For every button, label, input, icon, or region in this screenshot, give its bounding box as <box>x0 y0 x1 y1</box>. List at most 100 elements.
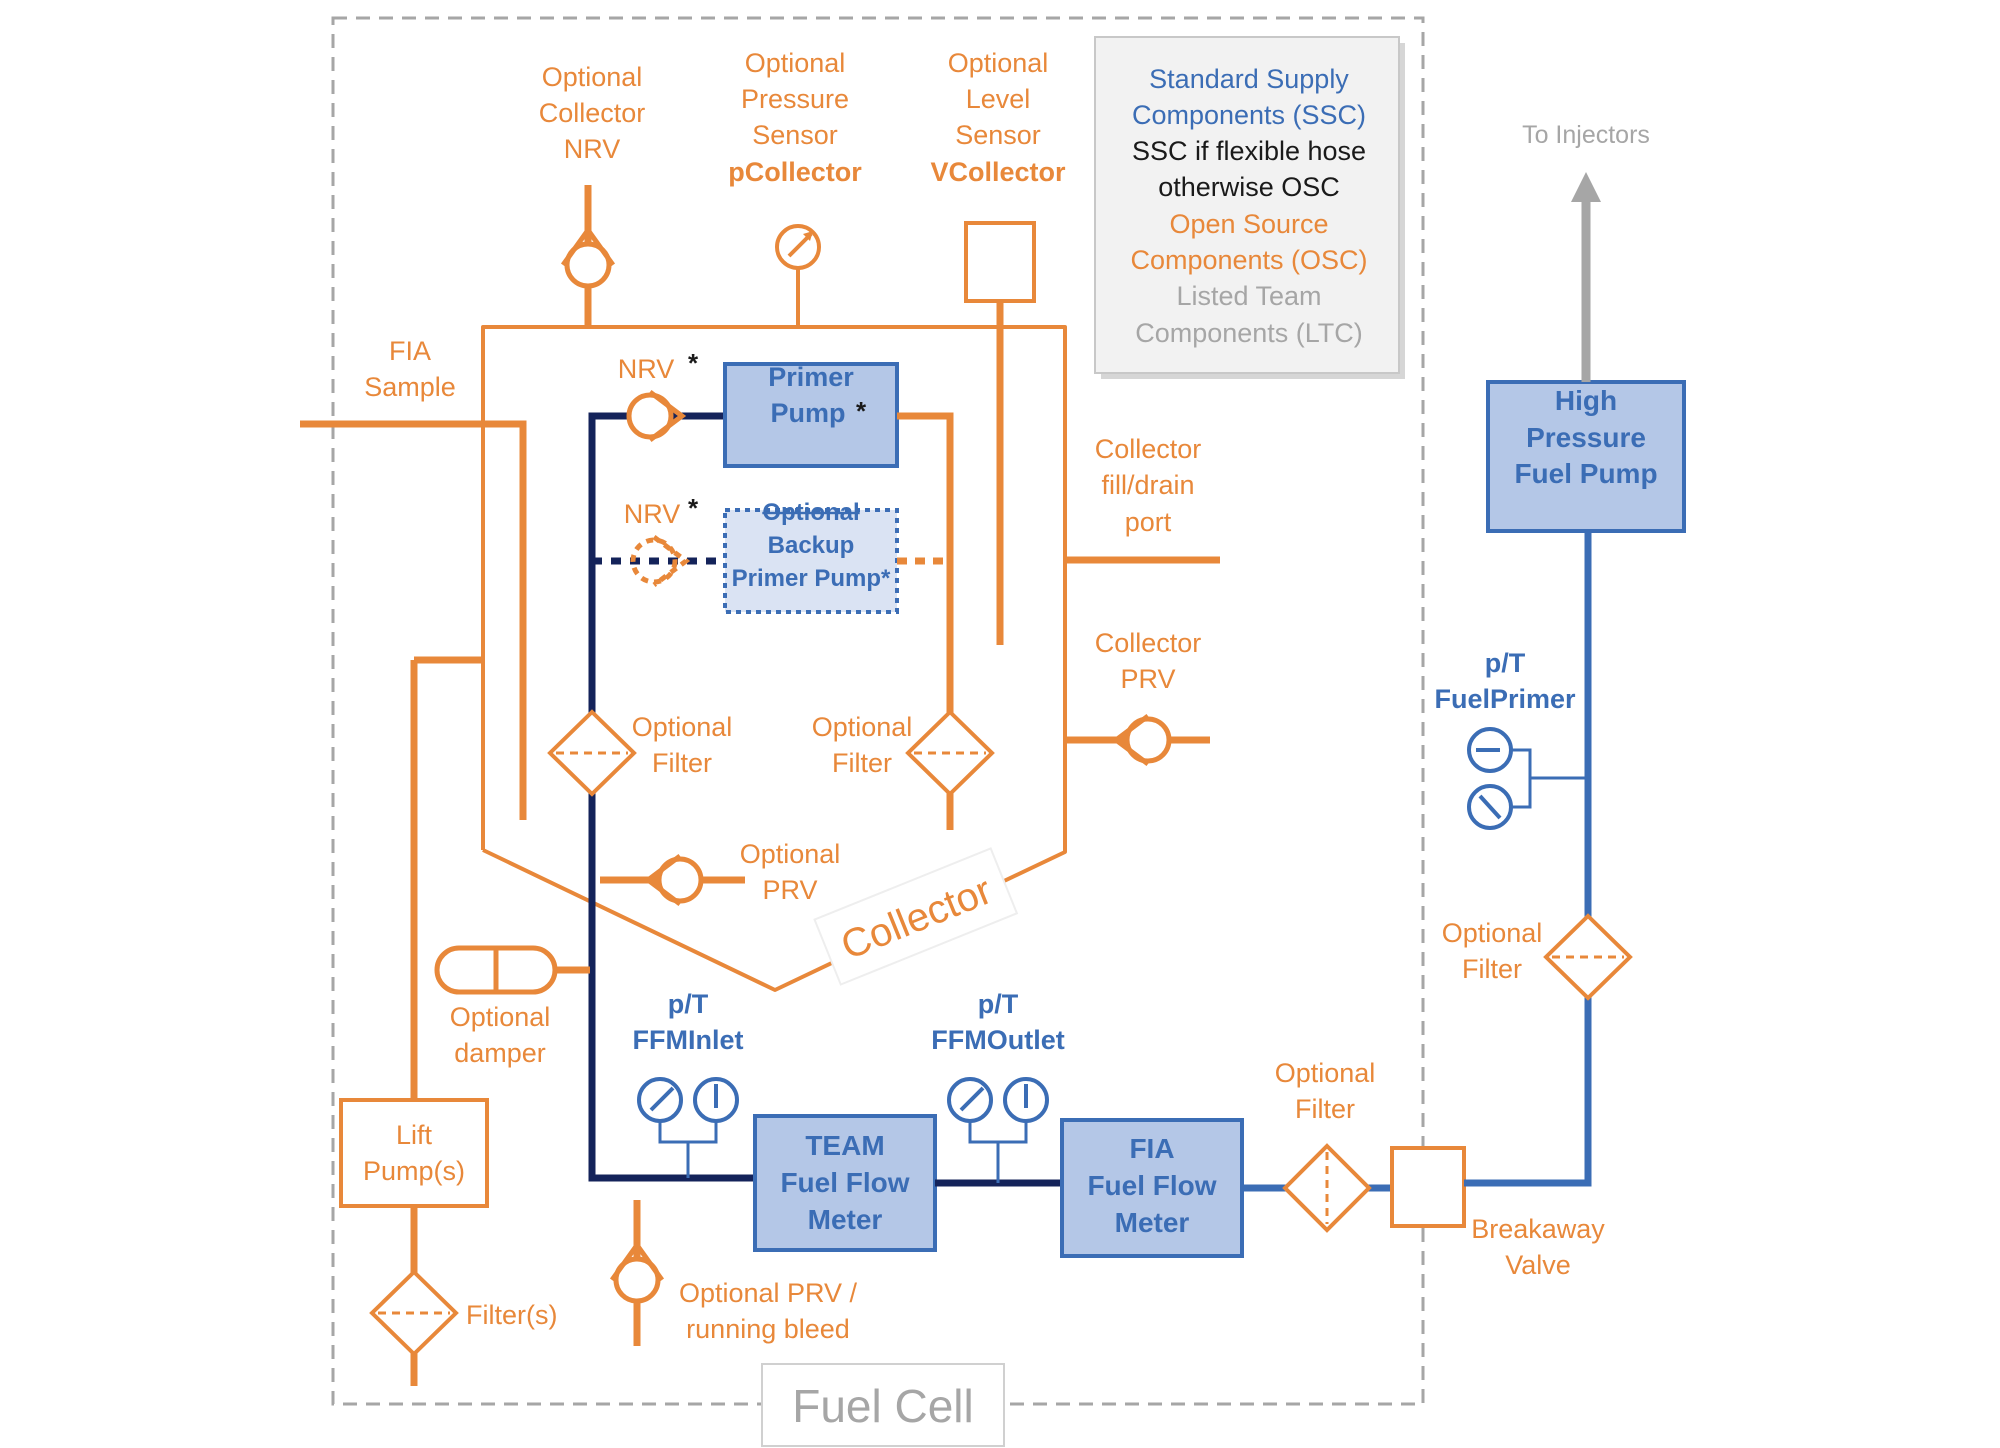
level-sensor-label-3: Sensor <box>955 120 1041 150</box>
primer-pump-star: * <box>856 396 867 426</box>
pressure-sensor-name: pCollector <box>728 157 862 187</box>
collector-prv-chevron <box>1111 714 1150 766</box>
ffm-outlet-pressure-needle <box>959 1086 985 1112</box>
fuel-cell-label-box <box>761 1363 1005 1447</box>
hp-supply-line <box>1464 531 1592 1187</box>
ffm-inlet-name: FFMInlet <box>633 1025 744 1055</box>
collector-prv-label-1: Collector <box>1095 628 1202 658</box>
primer-nrv-chevron <box>648 390 687 442</box>
collector-label-box <box>813 847 1019 986</box>
ffm-inlet-pt: p/T <box>668 989 709 1019</box>
backup-pump-label-3: Primer Pump* <box>732 565 891 592</box>
fia-ffm-label-1: FIA <box>1129 1133 1174 1164</box>
optional-damper-label-1: Optional <box>450 1002 551 1032</box>
optional-filter-left-label-1: Optional <box>632 712 733 742</box>
collector-prv-label-2: PRV <box>1120 664 1175 694</box>
hp-pump-label-3: Fuel Pump <box>1514 458 1657 489</box>
ffm-outlet-pt: p/T <box>978 989 1019 1019</box>
optional-filter-right-label-1: Optional <box>812 712 913 742</box>
backup-pump-label-2: Backup <box>768 532 855 559</box>
level-sensor-name: VCollector <box>930 157 1066 187</box>
legend-box <box>1094 36 1400 374</box>
hp-pump-label-2: Pressure <box>1526 422 1646 453</box>
outlet-filter-label-2: Filter <box>1295 1094 1355 1124</box>
pressure-sensor-label-2: Pressure <box>741 84 849 114</box>
pressure-sensor-label-3: Sensor <box>752 120 838 150</box>
fuel-primer-name: FuelPrimer <box>1434 684 1576 714</box>
backup-nrv-star: * <box>688 493 699 523</box>
collector-outline <box>481 325 1067 992</box>
legend-flex-2: otherwise OSC <box>1158 172 1340 202</box>
breakaway-label-1: Breakaway <box>1471 1214 1605 1244</box>
prv-bleed-chevron <box>609 1240 665 1282</box>
primer-nrv-label: NRV <box>618 354 675 384</box>
legend-osc-1: Open Source <box>1169 209 1328 239</box>
level-sensor-label-2: Level <box>966 84 1031 114</box>
lift-filters-label: Filter(s) <box>466 1300 557 1330</box>
fia-sample-label-1: FIA <box>389 336 431 366</box>
lift-pump-label-2: Pump(s) <box>363 1156 465 1186</box>
legend-ltc-2: Components (LTC) <box>1135 318 1363 348</box>
to-injectors-arrowhead <box>1571 172 1601 202</box>
pressure-sensor-label-1: Optional <box>745 48 846 78</box>
to-injectors-label: To Injectors <box>1522 121 1650 149</box>
hp-pump-label-1: High <box>1555 385 1617 416</box>
breakaway-label-2: Valve <box>1505 1250 1571 1280</box>
lift-pump-label-1: Lift <box>396 1120 433 1150</box>
fia-fuel-flow-meter <box>1060 1118 1244 1258</box>
fill-drain-label-1: Collector <box>1095 434 1202 464</box>
team-ffm-label-1: TEAM <box>805 1130 884 1161</box>
fuel-primer-sensor-tap <box>1511 748 1532 809</box>
legend-flex-1: SSC if flexible hose <box>1132 136 1366 166</box>
optional-prv-label-1: Optional <box>740 839 841 869</box>
collector-nrv-label-3: NRV <box>564 134 621 164</box>
ffm-inlet-pressure-needle <box>649 1086 675 1112</box>
high-pressure-fuel-pump <box>1486 380 1686 533</box>
legend-ssc-2: Components (SSC) <box>1132 100 1366 130</box>
ffm-outlet-sensor-tap <box>968 1121 1028 1144</box>
backup-nrv-label: NRV <box>624 499 681 529</box>
level-sensor-icon <box>964 221 1036 303</box>
backup-pump-label-1: Optional <box>762 499 859 526</box>
fia-ffm-label-2: Fuel Flow <box>1087 1170 1216 1201</box>
breakaway-valve <box>1390 1146 1466 1228</box>
lift-pump <box>339 1098 489 1208</box>
collector-nrv-chevron <box>560 225 616 267</box>
outlet-filter-label-1: Optional <box>1275 1058 1376 1088</box>
level-sensor-label-1: Optional <box>948 48 1049 78</box>
fuel-primer-pt: p/T <box>1485 648 1526 678</box>
prv-bleed-label-2: running bleed <box>686 1314 850 1344</box>
optional-filter-left-label-2: Filter <box>652 748 712 778</box>
hp-filter-label-2: Filter <box>1462 954 1522 984</box>
prv-bleed-label-1: Optional PRV / <box>679 1278 858 1308</box>
fia-ffm-label-3: Meter <box>1115 1207 1190 1238</box>
primer-pump-label-2: Pump <box>770 398 845 428</box>
optional-filter-right-label-2: Filter <box>832 748 892 778</box>
ffm-inlet-sensor-tap <box>658 1121 718 1144</box>
team-ffm-label-2: Fuel Flow <box>780 1167 909 1198</box>
hp-filter-label-1: Optional <box>1442 918 1543 948</box>
fia-sample-line <box>300 420 527 820</box>
collector-label-group: Collector <box>813 847 1019 986</box>
fill-drain-label-3: port <box>1125 507 1172 537</box>
team-fuel-flow-meter <box>753 1114 937 1252</box>
primer-pump-label-1: Primer <box>768 362 854 392</box>
optional-prv-chevron <box>643 854 682 906</box>
collector-nrv-label-2: Collector <box>539 98 646 128</box>
ffm-outlet-name: FFMOutlet <box>931 1025 1064 1055</box>
backup-nrv-chevron <box>652 535 691 587</box>
primer-pump-outlet <box>897 412 954 830</box>
primer-pump <box>723 362 899 468</box>
collector-nrv-label-1: Optional <box>542 62 643 92</box>
primer-nrv-star: * <box>688 348 699 378</box>
legend-osc-2: Components (OSC) <box>1130 245 1367 275</box>
collector-nrv-icon <box>564 241 612 289</box>
legend-ssc-1: Standard Supply <box>1149 64 1349 94</box>
optional-damper-label-2: damper <box>454 1038 546 1068</box>
team-ffm-label-3: Meter <box>808 1204 883 1235</box>
prv-bleed-icon <box>613 1256 661 1304</box>
fill-drain-label-2: fill/drain <box>1101 470 1194 500</box>
fuel-primer-pressure-needle <box>1478 794 1502 820</box>
fuel-cell-label: Fuel Cell <box>792 1380 974 1432</box>
